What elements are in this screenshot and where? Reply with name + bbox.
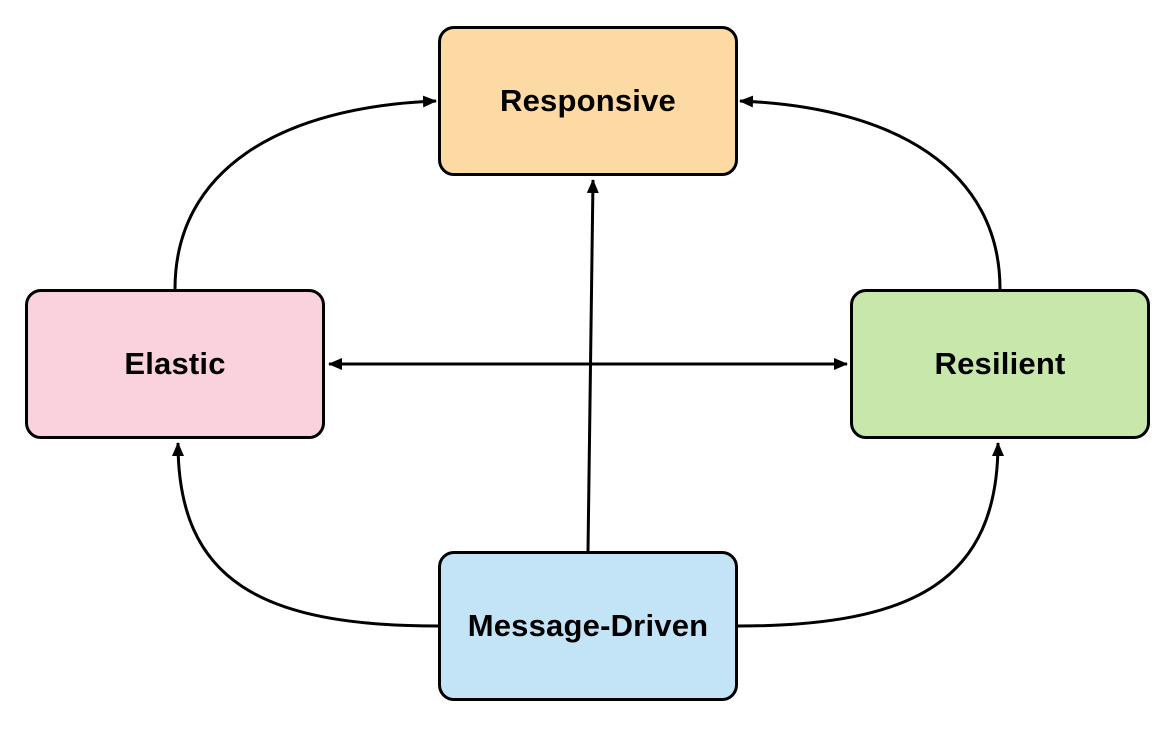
edge-message-to-elastic bbox=[172, 442, 439, 628]
edge-resilient-to-responsive bbox=[739, 95, 1002, 290]
node-resilient: Resilient bbox=[850, 289, 1150, 439]
node-elastic: Elastic bbox=[25, 289, 325, 439]
node-elastic-label: Elastic bbox=[124, 346, 226, 381]
node-responsive: Responsive bbox=[438, 26, 738, 176]
node-resilient-label: Resilient bbox=[934, 346, 1066, 381]
edge-elastic-to-responsive bbox=[173, 95, 437, 290]
node-message-driven: Message-Driven bbox=[438, 551, 738, 701]
node-responsive-label: Responsive bbox=[499, 83, 676, 118]
node-message-driven-label: Message-Driven bbox=[467, 608, 709, 643]
edge-message-to-resilient bbox=[737, 442, 1004, 628]
